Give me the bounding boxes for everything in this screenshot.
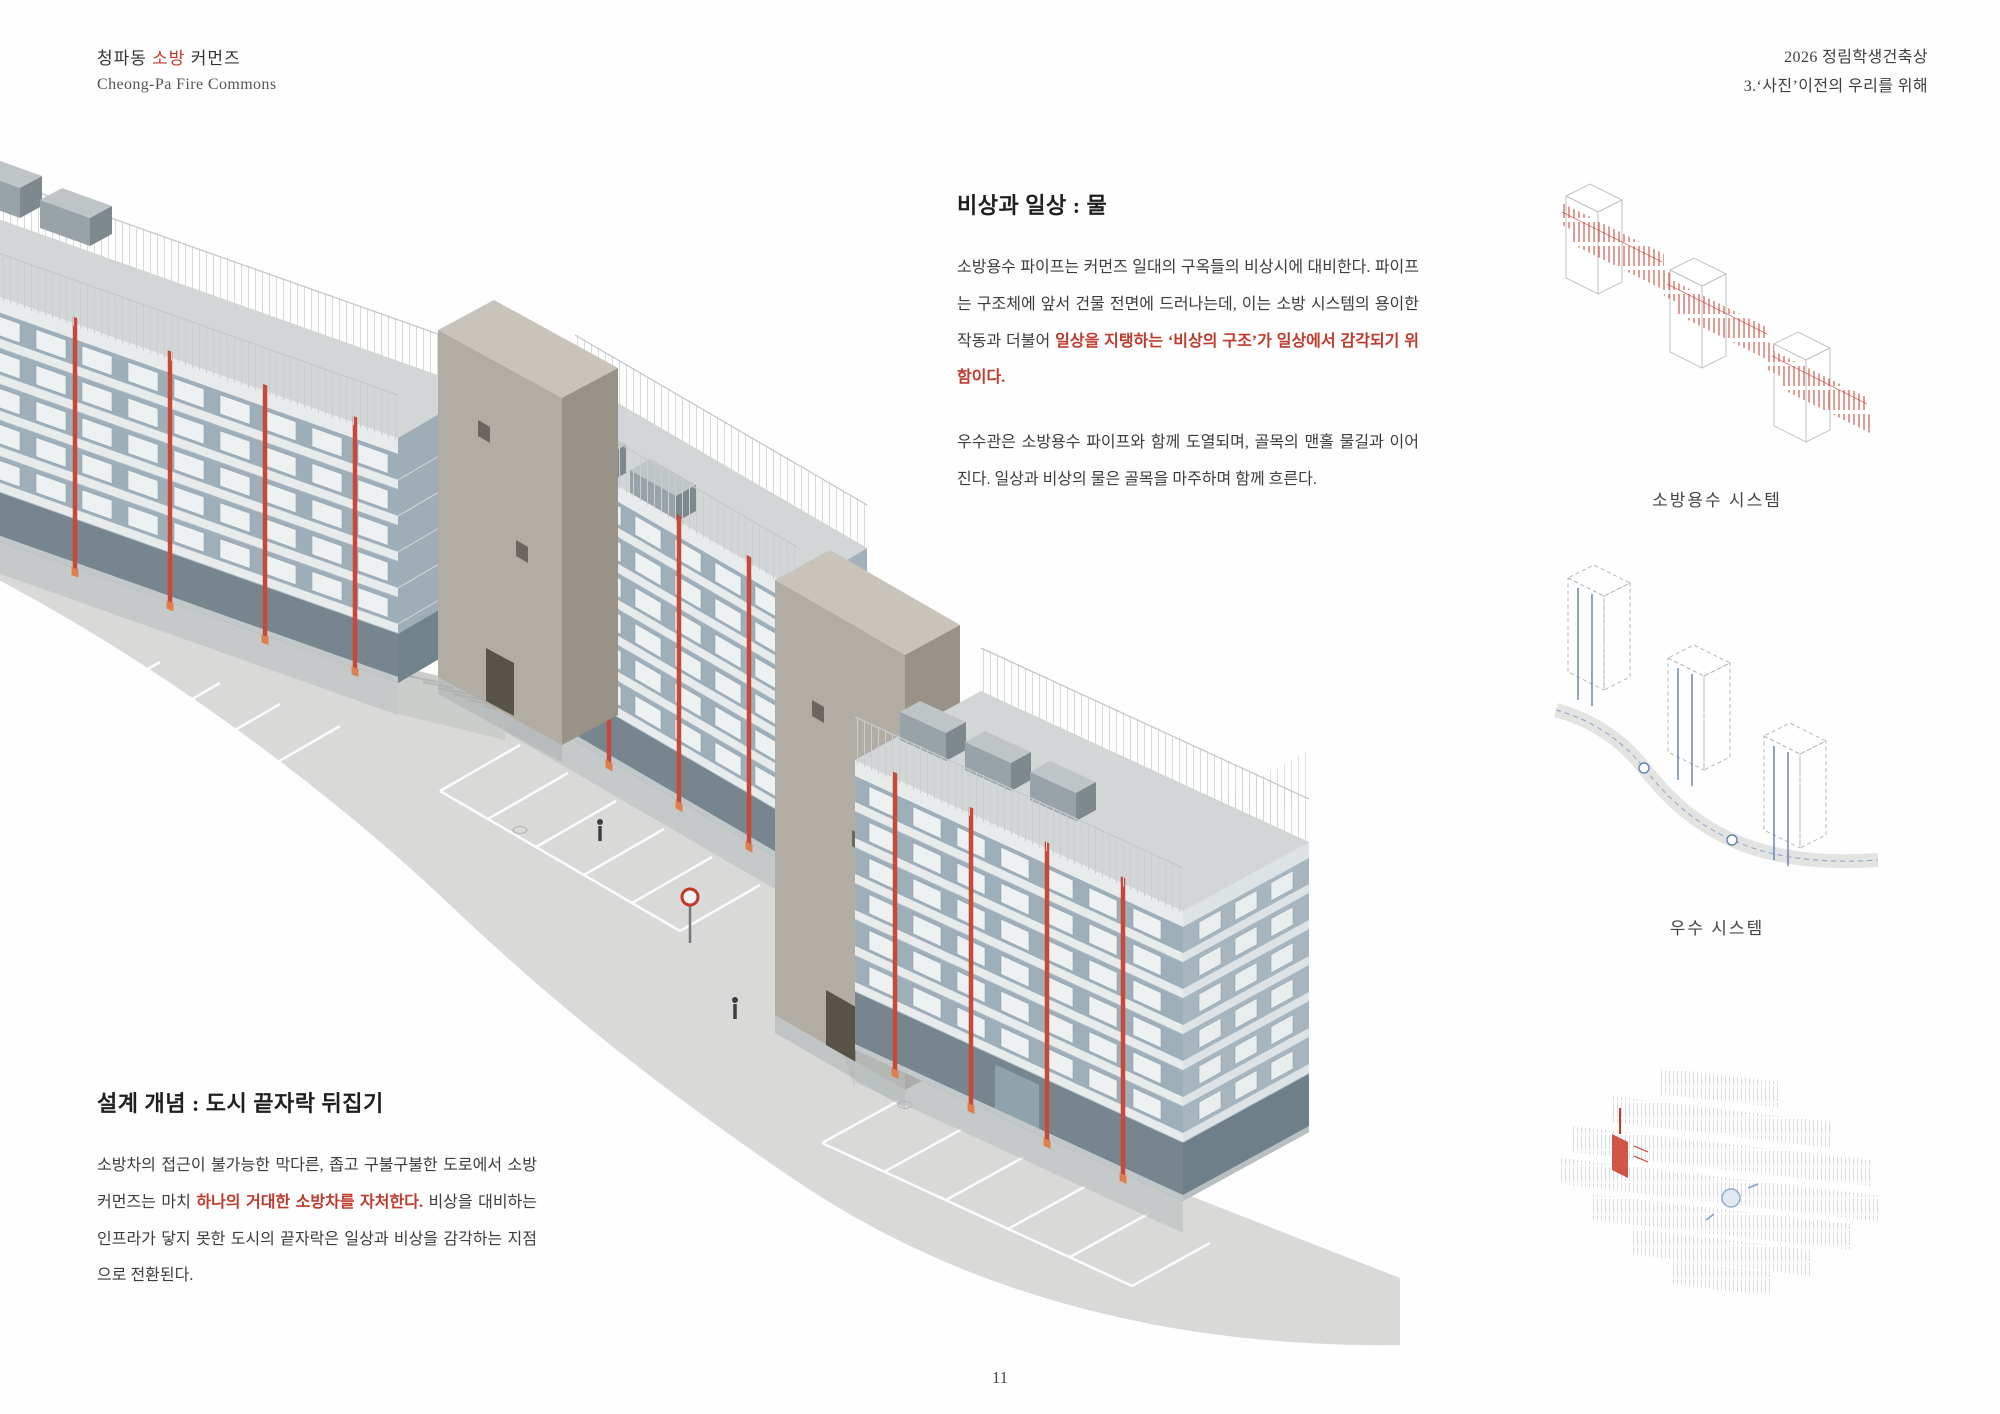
fire-pipe-hatching xyxy=(1560,202,1870,433)
concept-section: 설계 개념 : 도시 끝자락 뒤집기 소방차의 접근이 불가능한 막다른, 좁고… xyxy=(97,1086,537,1323)
fire-pipes-a xyxy=(71,316,359,677)
traffic-sign-icon xyxy=(680,887,700,907)
concept-text-a: 소방차의 접근이 불가능한 막다른, 좁고 구불구불한 도로에서 소방커먼즈는 … xyxy=(97,1157,537,1211)
storm-water-diagram-figure: 우수 시스템 xyxy=(1552,560,1882,939)
water-section-heading: 비상과 일상 : 물 xyxy=(957,193,1108,218)
hydrant-marker xyxy=(1612,1108,1649,1178)
water-marker xyxy=(1705,1183,1759,1221)
project-title-ko: 청파동 소방 커먼즈 xyxy=(97,44,276,69)
storm-water-diagram-caption: 우수 시스템 xyxy=(1669,919,1765,938)
rooftop-units-a xyxy=(0,160,112,246)
storm-water-diagram-svg xyxy=(1554,564,1879,869)
stair-tower-1 xyxy=(438,300,618,762)
site-diagram-svg xyxy=(1561,1068,1881,1296)
concept-paragraph: 소방차의 접근이 불가능한 막다른, 좁고 구불구불한 도로에서 소방커먼즈는 … xyxy=(97,1148,537,1295)
fire-pipe-lines xyxy=(1561,211,1868,405)
water-section: 비상과 일상 : 물 소방용수 파이프는 커먼즈 일대의 구옥들의 비상시에 대… xyxy=(957,188,1419,527)
fire-water-diagram-svg xyxy=(1560,183,1870,443)
page-number: 11 xyxy=(991,1368,1009,1387)
manhole-icon xyxy=(1638,762,1650,774)
rooftop-units-c xyxy=(900,701,1096,821)
fire-pipes-c xyxy=(891,771,1127,1184)
fire-water-diagram-figure: 소방용수 시스템 xyxy=(1552,172,1882,511)
fire-water-diagram-caption: 소방용수 시스템 xyxy=(1652,491,1782,510)
title-accent: 소방 xyxy=(152,49,186,68)
human-figure xyxy=(597,819,603,841)
site-diagram-figure xyxy=(1516,1038,1926,1352)
alley-road xyxy=(1554,703,1879,869)
title-prefix: 청파동 xyxy=(97,49,153,68)
water-flow-line xyxy=(1555,709,1879,862)
water-paragraph-1: 소방용수 파이프는 커먼즈 일대의 구옥들의 비상시에 대비한다. 파이프는 구… xyxy=(957,250,1419,397)
title-suffix: 커먼즈 xyxy=(185,49,241,68)
competition-theme: 3.‘사진’이전의 우리를 위해 xyxy=(1743,77,1928,95)
building-a xyxy=(0,160,481,715)
concept-section-heading: 설계 개념 : 도시 끝자락 뒤집기 xyxy=(97,1091,384,1116)
building-c xyxy=(854,647,1310,1233)
human-figure xyxy=(732,997,738,1019)
rooftile-field xyxy=(1561,1068,1881,1296)
project-title-block: 청파동 소방 커먼즈 Cheong-Pa Fire Commons xyxy=(97,44,276,94)
manhole-icon xyxy=(1726,834,1738,846)
project-title-en: Cheong-Pa Fire Commons xyxy=(97,76,277,93)
diagram-buildings-dashed xyxy=(1566,564,1828,849)
water-p1-highlight: 일상을 지탱하는 ‘비상의 구조’가 일상에서 감각되기 위함이다. xyxy=(957,332,1420,387)
storm-pipes xyxy=(1577,588,1789,866)
water-paragraph-2: 우수관은 소방용수 파이프와 함께 도열되며, 골목의 맨홀 물길과 이어진다.… xyxy=(957,434,1419,488)
concept-text-b: 비상을 대비하는 인프라가 닿지 못한 도시의 끝자락은 일상과 비상을 감각하… xyxy=(97,1193,538,1285)
water-p1-text: 소방용수 파이프는 커먼즈 일대의 구옥들의 비상시에 대비한다. 파이프는 구… xyxy=(957,259,1419,350)
competition-name: 2026 정림학생건축상 xyxy=(1784,49,1928,66)
concept-highlight: 하나의 거대한 소방차를 자처한다. xyxy=(196,1193,423,1211)
street-elements xyxy=(597,819,738,1019)
competition-info-block: 2026 정림학생건축상 3.‘사진’이전의 우리를 위해 xyxy=(1744,44,1928,102)
